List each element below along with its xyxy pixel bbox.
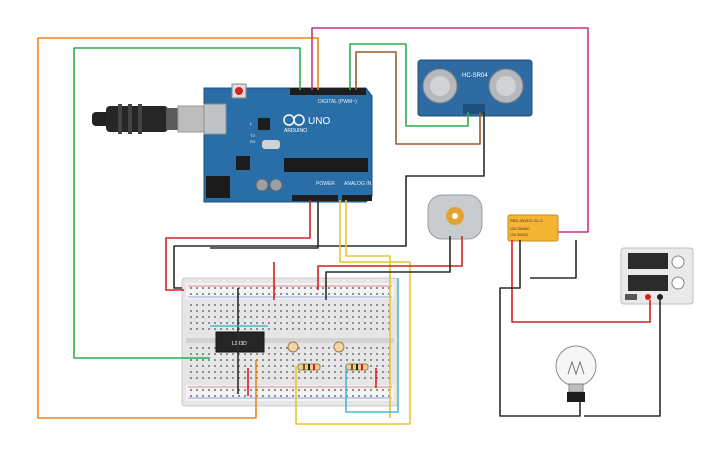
wire-black-ps: [584, 300, 661, 417]
atmega-chip: [284, 158, 368, 172]
analog-header: [342, 195, 372, 201]
l-led-label: L: [250, 121, 253, 126]
usb-port: [203, 103, 227, 135]
photoresistor-2: [333, 341, 345, 353]
wire-red-relay: [511, 240, 651, 323]
relay-rating-2: 10A 30VDC: [510, 233, 529, 237]
l293d-chip: L293D: [215, 331, 265, 353]
resistor-1: [297, 363, 321, 371]
analog-label: ANALOG IN: [344, 181, 372, 187]
power-supply: [620, 247, 694, 305]
wire-brown: [355, 51, 481, 145]
arduino-uno-board: DIGITAL (PWM~) L TX RX ARDUINO UNO POWER…: [203, 83, 373, 203]
ultrasonic-sensor: HC-SR04: [417, 59, 533, 117]
power-header: [292, 195, 338, 201]
l293d-label: L293D: [232, 341, 247, 347]
reset-button[interactable]: [235, 87, 243, 95]
wire-black-relay: [499, 240, 581, 417]
wire-black-motor: [325, 236, 451, 300]
wires: [37, 27, 661, 425]
digital-label: DIGITAL (PWM~): [318, 99, 357, 105]
digital-header: [290, 88, 366, 95]
wire-green-sensor: [349, 43, 469, 127]
photoresistor-1: [287, 341, 299, 353]
tx-label: TX: [250, 133, 255, 138]
relay-model-label: SRD-05VDC-SL-C: [510, 218, 543, 223]
wire-red-motor: [317, 236, 463, 290]
power-label: POWER: [316, 181, 335, 187]
wire-orange: [37, 37, 319, 419]
hc-sr04-label: HC-SR04: [462, 73, 488, 79]
wire-yellow-2: [345, 200, 391, 418]
arduino-logo: [283, 114, 305, 126]
relay-module: SRD-05VDC-SL-C 10A 250VAC 10A 30VDC: [507, 214, 559, 242]
wire-magenta: [311, 27, 589, 233]
usb-cable: [92, 104, 207, 134]
breadboard: [181, 277, 399, 407]
wire-black-gnd: [210, 200, 319, 249]
wire-black-sensor: [173, 112, 485, 289]
wire-cyan: [345, 278, 399, 413]
breadboard-holes: [190, 287, 390, 397]
uno-model-label: UNO: [308, 116, 330, 127]
wire-yellow: [295, 200, 411, 425]
resistor-2: [345, 363, 369, 371]
wire-green-left: [73, 47, 301, 359]
wire-black-relay-2: [530, 240, 577, 279]
arduino-brand-label: ARDUINO: [284, 128, 307, 134]
light-bulb: [555, 345, 597, 402]
rx-label: RX: [250, 139, 256, 144]
power-jack: [206, 176, 230, 198]
dc-motor: [427, 194, 483, 240]
relay-rating-1: 10A 250VAC: [510, 227, 530, 231]
wire-red-power: [165, 200, 311, 291]
